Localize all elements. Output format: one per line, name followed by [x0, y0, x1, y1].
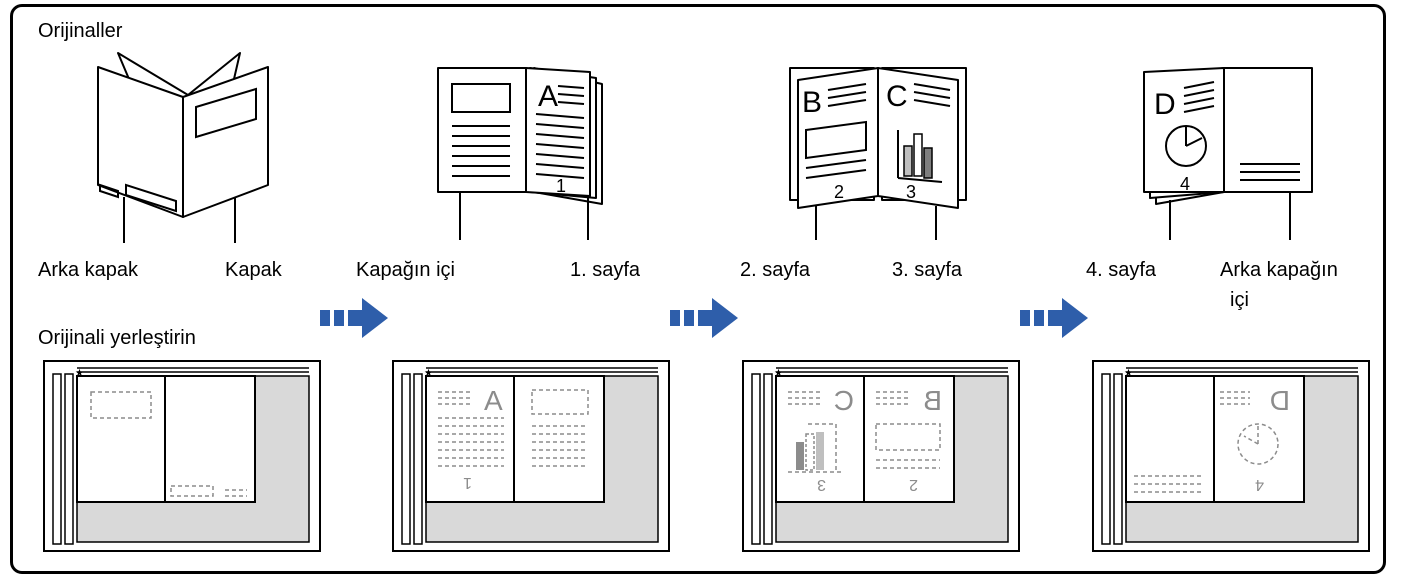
scanner-glass-2: ★ A 1 — [392, 360, 670, 552]
svg-text:★: ★ — [1124, 368, 1133, 379]
label-cover: Kapak — [225, 259, 282, 281]
label-inside-back-cover-line2: içi — [1230, 289, 1249, 311]
label-page-2: 2. sayfa — [740, 259, 811, 281]
book-mark-D: D — [1154, 88, 1176, 121]
book-mark-4: 4 — [1180, 174, 1190, 194]
svg-text:★: ★ — [774, 368, 783, 379]
label-page-3: 3. sayfa — [892, 259, 963, 281]
scanner-glass-3: ★ C B 3 2 — [742, 360, 1020, 552]
label-inside-back-cover-line1: Arka kapağın — [1220, 259, 1338, 281]
diagram-frame — [10, 4, 1386, 574]
book-open-page4-illustration: D 4 — [1143, 67, 1313, 240]
mirrored-mark-4: 4 — [1255, 476, 1264, 493]
book-open-page2-3-illustration: B C 2 3 — [789, 67, 967, 240]
label-back-cover: Arka kapak — [38, 259, 139, 281]
step-arrow-2 — [670, 298, 738, 338]
book-mark-B: B — [802, 86, 822, 119]
label-page-1: 1. sayfa — [570, 259, 641, 281]
book-mark-2: 2 — [834, 182, 844, 202]
originals-heading: Orijinaller — [38, 20, 123, 42]
mirrored-mark-D: D — [1270, 385, 1290, 416]
step-arrow-3 — [1020, 298, 1088, 338]
place-original-heading: Orijinali yerleştirin — [38, 327, 196, 349]
scanner-glass-4: ★ D 4 — [1092, 360, 1370, 552]
svg-text:★: ★ — [424, 368, 433, 379]
step-arrow-1 — [320, 298, 388, 338]
scanner-glass-1: ★ — [43, 360, 321, 552]
svg-text:★: ★ — [75, 368, 84, 379]
label-page-4: 4. sayfa — [1086, 259, 1157, 281]
mirrored-mark-3: 3 — [817, 476, 826, 493]
book-mark-A: A — [538, 80, 558, 113]
closed-book-illustration — [97, 52, 269, 243]
label-inside-cover: Kapağın içi — [356, 259, 455, 281]
book-open-page1-illustration: A 1 — [437, 67, 603, 240]
book-mark-1: 1 — [556, 176, 566, 196]
mirrored-mark-B: B — [923, 385, 942, 416]
book-mark-C: C — [886, 80, 908, 113]
mirrored-mark-1: 1 — [463, 474, 472, 491]
mirrored-mark-2: 2 — [909, 476, 918, 493]
mirrored-mark-A: A — [484, 385, 503, 416]
mirrored-mark-C: C — [834, 385, 854, 416]
book-mark-3: 3 — [906, 182, 916, 202]
